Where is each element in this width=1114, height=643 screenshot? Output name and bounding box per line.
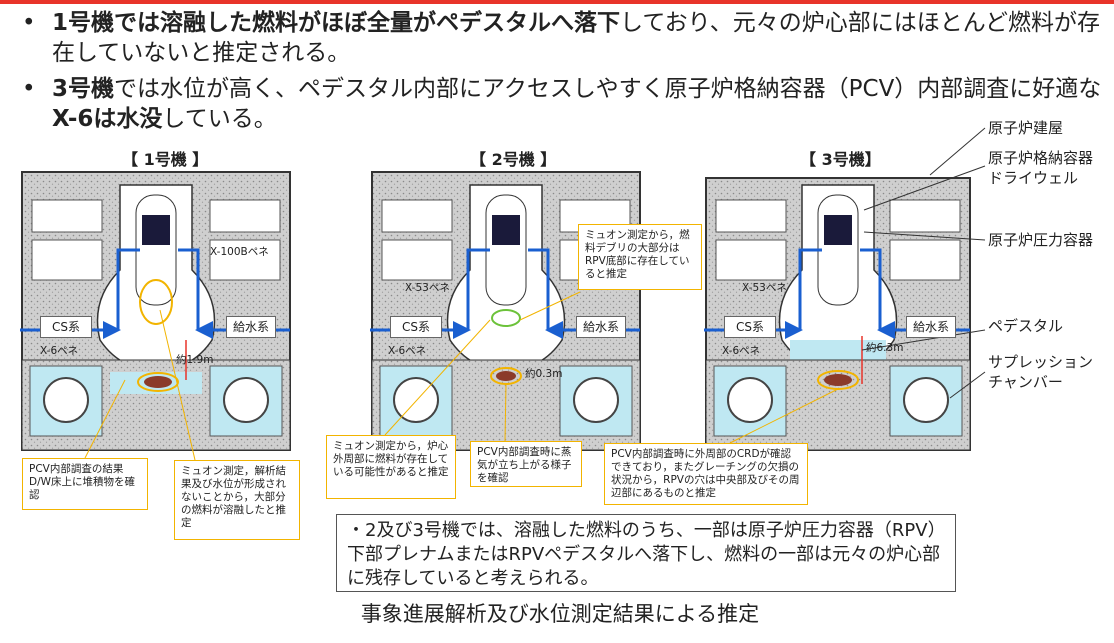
callout-unit3-crd: PCV内部調査時に外周部のCRDが確認できており，またグレーチングの欠損の状況か… <box>604 443 808 505</box>
unit2-cs-label: CS系 <box>390 316 442 338</box>
unit1-cs-label: CS系 <box>40 316 92 338</box>
label-rpv: 原子炉圧力容器 <box>988 230 1093 250</box>
label-suppression-chamber: サプレッションチャンバー <box>988 352 1103 392</box>
unit3-height-label: 約6.3m <box>866 340 903 355</box>
unit1-x6-label: X-6ペネ <box>40 343 78 358</box>
label-pedestal: ペデスタル <box>988 316 1063 336</box>
unit3-cs-label: CS系 <box>724 316 776 338</box>
unit3-feed-label: 給水系 <box>906 316 956 338</box>
callout-unit2-steam: PCV内部調査時に蒸気が立ち上がる様子を確認 <box>470 441 582 487</box>
callout-unit1-muon: ミュオン測定，解析結果及び水位が形成されないことから，大部分の燃料が溶融したと推… <box>174 460 300 540</box>
unit2-feed-label: 給水系 <box>576 316 626 338</box>
label-pcv-drywell: 原子炉格納容器ドライウェル <box>988 148 1103 188</box>
unit1-diagram <box>20 172 290 450</box>
callout-unit2-muon-rpv: ミュオン測定から，燃料デブリの大部分はRPV底部に存在していると推定 <box>578 224 702 290</box>
callout-unit2-muon-periphery: ミュオン測定から，炉心外周部に燃料が存在している可能性があると推定 <box>326 435 456 499</box>
unit3-x53-label: X-53ペネ <box>742 280 787 295</box>
unit3-x6-label: X-6ペネ <box>722 343 760 358</box>
unit2-x6-label: X-6ペネ <box>388 343 426 358</box>
unit1-x100b-label: X-100Bペネ <box>210 244 269 259</box>
unit2-diagram <box>370 172 640 450</box>
unit3-diagram <box>704 178 970 450</box>
label-reactor-building: 原子炉建屋 <box>988 118 1063 138</box>
unit2-height-label: 約0.3m <box>525 366 562 381</box>
summary-box: ・2及び3号機では、溶融した燃料のうち、一部は原子炉圧力容器（RPV）下部プレナ… <box>336 514 956 592</box>
callout-unit1-dw-deposit: PCV内部調査の結果D/W床上に堆積物を確認 <box>22 458 148 510</box>
unit1-height-label: 約1.9m <box>176 352 213 367</box>
unit1-feed-label: 給水系 <box>226 316 276 338</box>
unit2-x53-label: X-53ペネ <box>405 280 450 295</box>
footer-caption: 事象進展解析及び水位測定結果による推定 <box>300 598 820 628</box>
